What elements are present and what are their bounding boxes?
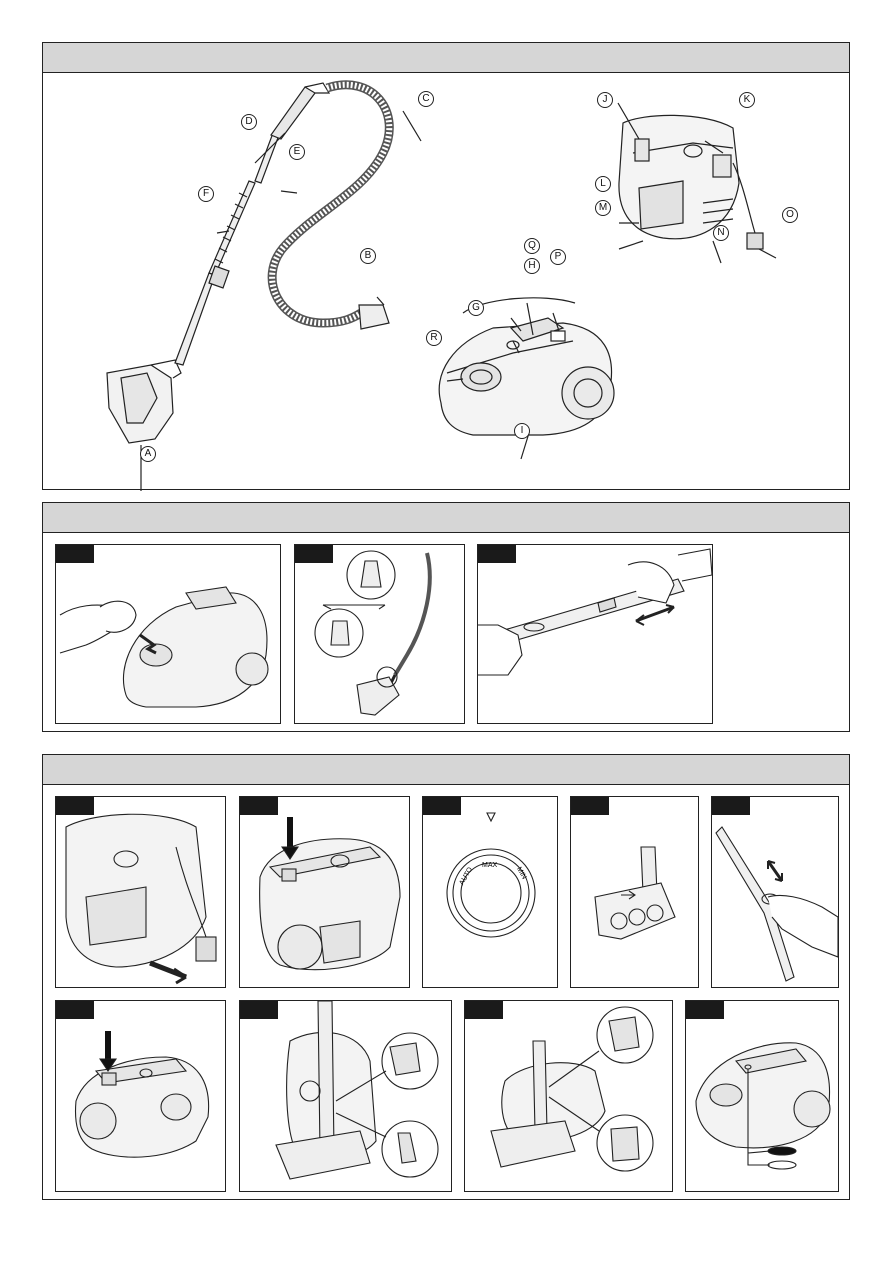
dial-label-max: MAX — [482, 862, 498, 869]
callout-f: F — [198, 186, 214, 202]
fig-park-vertical — [239, 1000, 452, 1192]
park-vertical-illustration — [240, 1001, 452, 1192]
adjust-tube-illustration — [712, 797, 839, 988]
callout-n: N — [713, 225, 729, 241]
fig-nozzle-switch — [570, 796, 699, 988]
callout-r: R — [426, 330, 442, 346]
callout-q: Q — [524, 238, 540, 254]
fig-park-horizontal — [464, 1000, 673, 1192]
callout-j: J — [597, 92, 613, 108]
fig-dust-indicator — [685, 1000, 839, 1192]
fig-cord-rewind — [55, 1000, 226, 1192]
callout-p: P — [550, 249, 566, 265]
callout-a: A — [140, 446, 156, 462]
callout-m: M — [595, 200, 611, 216]
fig-press-power — [239, 796, 410, 988]
assembly-section — [42, 502, 850, 732]
press-power-illustration — [240, 797, 410, 988]
dust-indicator-illustration — [686, 1001, 839, 1192]
fig-press-cover — [55, 544, 281, 724]
callout-o: O — [782, 207, 798, 223]
park-horizontal-illustration — [465, 1001, 673, 1192]
callout-h: H — [524, 258, 540, 274]
callout-g: G — [468, 300, 484, 316]
parts-section: A B C D E F G H I J K L M N O P Q R — [42, 42, 850, 490]
callout-d: D — [241, 114, 257, 130]
fig-adjust-tube — [711, 796, 839, 988]
callout-k: K — [739, 92, 755, 108]
nozzle-switch-illustration — [571, 797, 699, 988]
telescopic-tube-illustration — [478, 545, 713, 724]
dial-label-auto: AUTO — [458, 866, 474, 887]
power-dial-illustration: AUTO MAX MIN — [423, 797, 558, 988]
callout-e: E — [289, 144, 305, 160]
fig-power-dial: AUTO MAX MIN — [422, 796, 558, 988]
press-cover-illustration — [56, 545, 281, 724]
attach-hose-illustration — [295, 545, 465, 724]
fig-attach-hose — [294, 544, 465, 724]
callout-c: C — [418, 91, 434, 107]
operation-section-header — [43, 755, 849, 785]
assembly-section-header — [43, 503, 849, 533]
callout-b: B — [360, 248, 376, 264]
cord-rewind-illustration — [56, 1001, 226, 1192]
pull-cord-illustration — [56, 797, 226, 988]
operation-section: AUTO MAX MIN — [42, 754, 850, 1200]
parts-section-header — [43, 43, 849, 73]
fig-telescopic-tube — [477, 544, 713, 724]
callout-i: I — [514, 423, 530, 439]
fig-pull-cord — [55, 796, 226, 988]
callout-l: L — [595, 176, 611, 192]
parts-illustration — [43, 73, 849, 491]
